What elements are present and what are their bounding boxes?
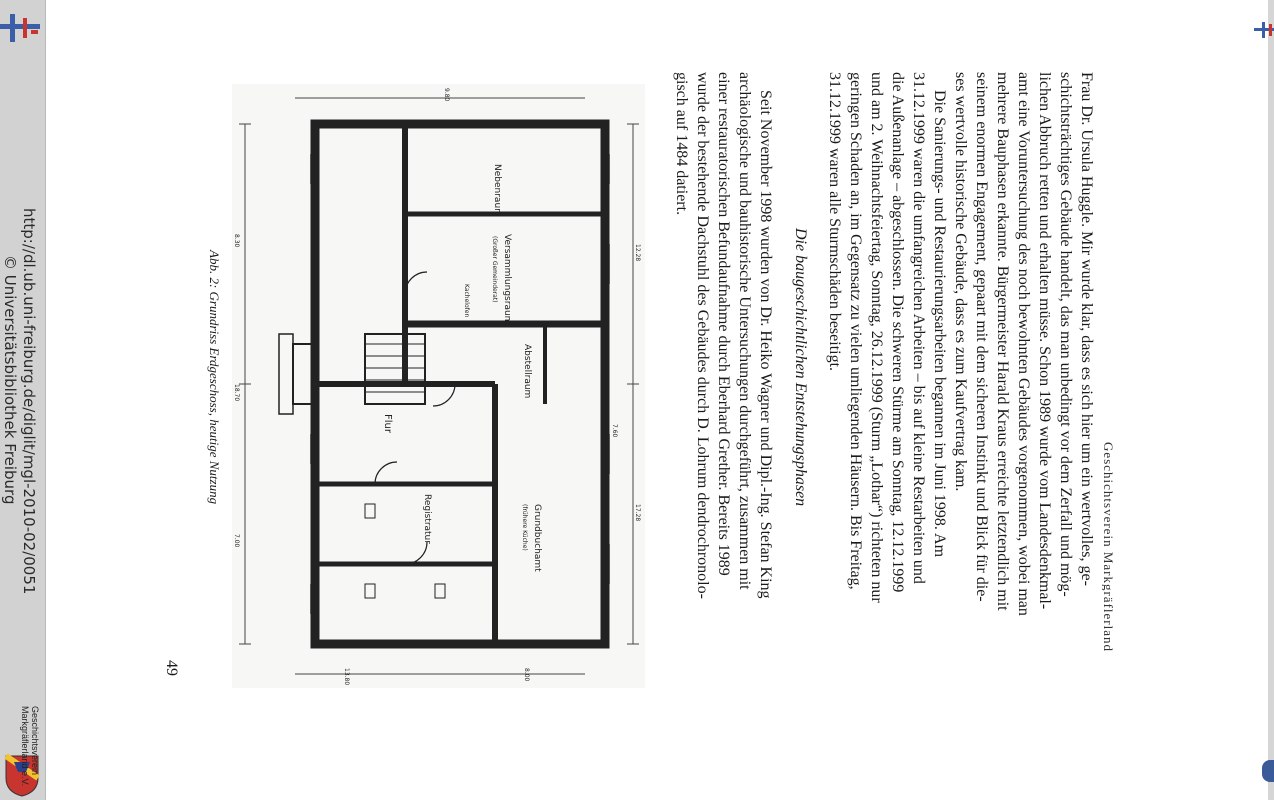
body-line: Die Sanierungs- und Restaurierungsarbeit… <box>931 90 948 558</box>
body-line: geringen Schaden an, im Gegensatz zu vie… <box>847 72 864 590</box>
dimension-label: 18.70 <box>233 384 240 401</box>
room-label-kachelofen: Kachelofen <box>463 284 470 317</box>
page-number: 49 <box>163 660 180 676</box>
dimension-label: 9.80 <box>443 88 450 102</box>
dimension-label: 13.80 <box>343 668 350 685</box>
room-label-versammlungsraum: Versammlungsraum <box>502 234 512 324</box>
room-label-nebenraum: Nebenraum <box>492 164 502 217</box>
dimension-label: 12.28 <box>634 244 641 261</box>
dimension-label: 8.00 <box>523 668 530 682</box>
body-line: wurde der bestehende Dachstuhl des Gebäu… <box>694 72 711 599</box>
room-label-abstellraum: Abstellraum <box>522 344 532 398</box>
document-url-link[interactable]: http://dl.ub.uni-freiburg.de/diglit/mgl-… <box>20 208 38 595</box>
digitization-sidebar <box>0 0 46 800</box>
dimension-label: 17.28 <box>634 504 641 521</box>
room-label-grundbuchamt-sub: (frühere Küche) <box>521 504 528 551</box>
section-heading: Die baugeschichtlichen Entstehungsphasen <box>792 228 809 507</box>
room-label-versammlungsraum-sub: (Großer Gemeinderat) <box>491 236 498 303</box>
body-line: 31.12.1999 waren die umfangreichen Arbei… <box>910 72 927 584</box>
body-line: schichtsträchtiges Gebäude handelt, das … <box>1057 72 1074 597</box>
dimension-label: 7.00 <box>233 534 240 548</box>
floor-plan-drawing: 12.28 17.28 8.30 18.70 7.00 9.80 8.00 13… <box>233 88 641 685</box>
society-name-line1: Geschichtsverein <box>30 706 40 776</box>
body-line: seinem enormen Engagement, gepaart mit d… <box>973 72 990 602</box>
society-name: Geschichtsverein Markgräflerland e.V. <box>20 706 40 796</box>
library-logo-icon <box>0 14 40 42</box>
body-line: Seit November 1998 wurden von Dr. Heiko … <box>757 90 774 599</box>
body-line: archäologische und bauhistorische Unters… <box>736 72 753 590</box>
figure-caption: Abb. 2: Grundriss Erdgeschoss, heutige N… <box>207 250 222 505</box>
scanned-page: Geschichtsverein Markgräflerland Frau Dr… <box>46 0 1186 800</box>
sidebar-text-group: http://dl.ub.uni-freiburg.de/diglit/mgl-… <box>0 0 46 800</box>
society-crest-icon <box>4 753 40 797</box>
floor-plan-figure: 12.28 17.28 8.30 18.70 7.00 9.80 8.00 13… <box>232 84 645 688</box>
body-line: ses wertvolle historische Gebäude, dass … <box>952 72 969 492</box>
body-line: gisch auf 1484 datiert. <box>673 72 690 216</box>
next-page-crest-icon <box>1262 760 1274 782</box>
body-line: Frau Dr. Ursula Huggle. Mir wurde klar, … <box>1078 72 1095 586</box>
body-line: amt eine Voruntersuchung des noch bewohn… <box>1015 72 1032 616</box>
body-line: die Außenanlage – abgeschlossen. Die sch… <box>889 72 906 593</box>
dimension-label: 7.60 <box>611 424 618 438</box>
body-line: mehrere Bauphasen erkannte. Bürgermeiste… <box>994 72 1011 611</box>
next-page-edge <box>1268 0 1274 800</box>
room-label-registratur: Registratur <box>422 494 432 544</box>
body-line: 31.12.1999 waren alle Sturmschäden besei… <box>826 72 843 372</box>
dimension-label: 8.30 <box>233 234 240 248</box>
body-line: lichen Abbruch retten und erhalten müsse… <box>1036 72 1053 610</box>
next-page-logo-icon <box>1254 22 1274 38</box>
room-label-flur: Flur <box>382 414 393 434</box>
body-line: und am 2. Weihnachtsfeiertag, Sonntag, 2… <box>868 72 885 603</box>
body-line: einer restauratorischen Befundaufnahme d… <box>715 72 732 576</box>
running-head: Geschichtsverein Markgräflerland <box>1102 442 1116 652</box>
room-label-grundbuchamt: Grundbuchamt <box>532 504 542 572</box>
society-name-line2: Markgräflerland e.V. <box>20 706 30 787</box>
copyright-notice: © Universitätsbibliothek Freiburg <box>1 255 19 505</box>
